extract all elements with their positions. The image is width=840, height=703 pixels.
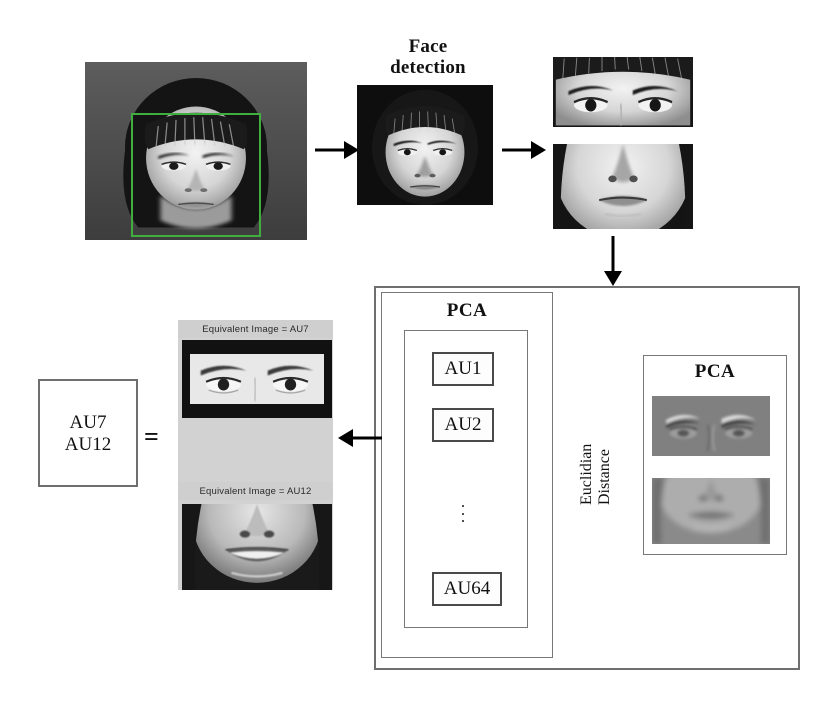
face-detection-title-line1: Face <box>408 36 448 57</box>
euclidian-distance-line2: Distance <box>596 449 613 505</box>
au-box-au64[interactable]: AU64 <box>432 572 502 606</box>
result-label-au12: AU12 <box>64 434 112 456</box>
eigen-eyes-render <box>652 396 770 456</box>
split-face-mouth-render <box>553 144 693 229</box>
equivalent-eyes-render <box>190 354 324 404</box>
face-detection-box <box>131 113 261 237</box>
eigen-eyes-image <box>652 396 770 456</box>
pca-right-container <box>643 355 787 555</box>
arrow-input-to-crop <box>315 140 359 160</box>
equivalent-mouth-render <box>182 504 332 590</box>
result-label-au7: AU7 <box>69 412 107 433</box>
pca-right-title: PCA <box>694 361 736 382</box>
au-list-container <box>404 330 528 628</box>
arrow-crop-to-split <box>502 140 546 160</box>
equivalent-eyes-caption: Equivalent Image = AU7 <box>178 320 333 338</box>
cropped-face-render <box>357 85 493 205</box>
face-detection-title-line2: detection <box>390 57 466 79</box>
result-labels: AU7 AU12 <box>38 412 138 457</box>
eigen-mouth-image <box>652 478 770 544</box>
au-box-au2-label: AU2 <box>444 413 482 435</box>
equals-sign: = <box>144 422 159 451</box>
split-face-mouth-image <box>553 144 693 229</box>
au-box-au2[interactable]: AU2 <box>432 408 494 442</box>
euclidian-distance-line1: Euclidian <box>578 443 595 505</box>
eigen-mouth-render <box>652 478 770 544</box>
arrow-pca-to-equivalent <box>338 428 382 448</box>
split-face-eyes-render <box>553 57 693 127</box>
arrow-split-to-pca <box>603 236 623 286</box>
cropped-face-image <box>357 85 493 205</box>
equivalent-mouth-image <box>182 504 332 590</box>
split-face-eyes-image <box>553 57 693 127</box>
result-box <box>38 379 138 487</box>
pca-left-container <box>381 292 553 658</box>
equivalent-mouth-caption: Equivalent Image = AU12 <box>178 482 333 500</box>
matching-stage-container <box>374 286 800 670</box>
face-detection-title: Face detection <box>368 36 488 79</box>
equivalent-eyes-image <box>182 340 332 418</box>
au-box-au1-label: AU1 <box>444 357 482 379</box>
au-list-ellipsis: ... <box>460 492 466 527</box>
au-box-au1[interactable]: AU1 <box>432 352 494 386</box>
pca-left-title: PCA <box>446 300 488 321</box>
au-box-au64-label: AU64 <box>443 577 491 599</box>
